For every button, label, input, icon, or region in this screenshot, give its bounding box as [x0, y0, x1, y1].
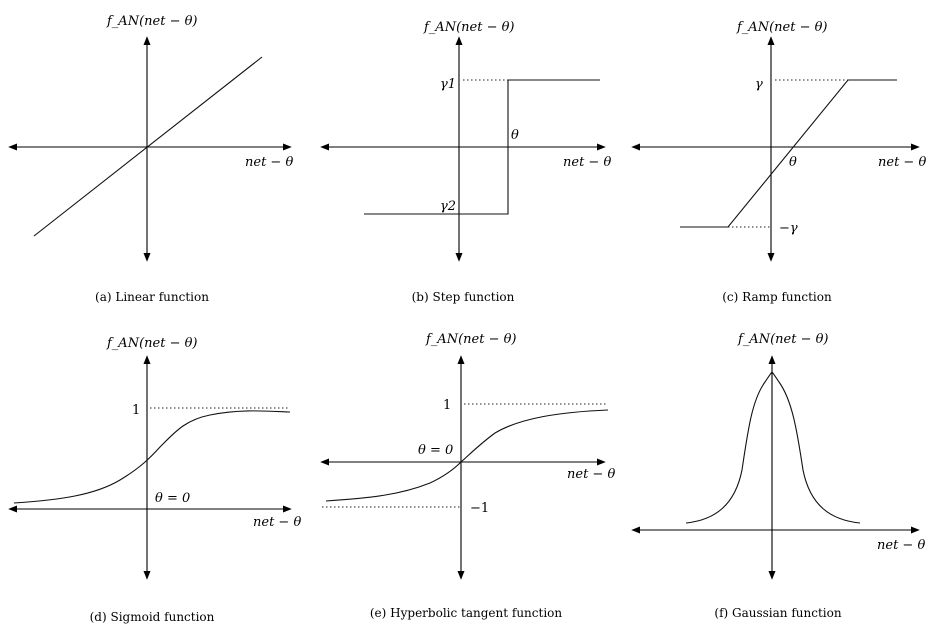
- panel-step: f_AN(net − θ) net − θ γ1 γ2 θ (b) Step f…: [320, 20, 611, 304]
- caption: (f) Gaussian function: [714, 606, 841, 620]
- gaussian-curve: [685, 371, 861, 524]
- y-axis-label: f_AN(net − θ): [425, 332, 517, 347]
- y-axis-label: f_AN(net − θ): [423, 20, 515, 35]
- tanh-curve: [325, 409, 609, 502]
- caption: (b) Step function: [412, 290, 515, 304]
- lower-level-label: −1: [470, 501, 489, 516]
- lower-level-label: −γ: [779, 221, 798, 236]
- upper-level-label: 1: [443, 398, 451, 413]
- upper-level-label: γ1: [440, 77, 456, 92]
- caption: (d) Sigmoid function: [90, 610, 215, 624]
- x-axis-label: net − θ: [245, 155, 293, 170]
- x-axis-label: net − θ: [877, 538, 925, 553]
- panel-ramp: f_AN(net − θ) net − θ γ −γ θ (c) Ramp fu…: [631, 20, 926, 304]
- ramp-curve: [680, 79, 897, 228]
- threshold-label: θ: [789, 155, 797, 170]
- caption: (e) Hyperbolic tangent function: [370, 606, 563, 620]
- caption: (c) Ramp function: [722, 290, 832, 304]
- y-axis-label: f_AN(net − θ): [106, 336, 198, 351]
- linear-curve: [33, 56, 263, 237]
- y-axis-label: f_AN(net − θ): [736, 20, 828, 35]
- y-axis-label: f_AN(net − θ): [106, 14, 198, 29]
- x-axis-label: net − θ: [878, 155, 926, 170]
- x-axis-label: net − θ: [253, 515, 301, 530]
- sigmoid-curve: [13, 410, 291, 504]
- threshold-label: θ: [511, 128, 519, 143]
- threshold-label: θ = 0: [418, 443, 453, 458]
- x-axis-label: net − θ: [567, 467, 615, 482]
- x-axis-label: net − θ: [563, 155, 611, 170]
- y-axis-label: f_AN(net − θ): [737, 332, 829, 347]
- upper-level-label: γ: [755, 77, 763, 92]
- threshold-label: θ = 0: [155, 491, 190, 506]
- caption: (a) Linear function: [95, 290, 209, 304]
- panel-linear: f_AN(net − θ) net − θ (a) Linear functio…: [8, 14, 293, 304]
- lower-level-label: γ2: [440, 199, 456, 214]
- step-curve: [364, 79, 600, 215]
- panel-gaussian: f_AN(net − θ) net − θ (f) Gaussian funct…: [631, 332, 925, 620]
- panel-tanh: f_AN(net − θ) net − θ 1 −1 θ = 0 (e) Hyp…: [320, 332, 615, 620]
- panel-sigmoid: f_AN(net − θ) net − θ 1 θ = 0 (d) Sigmoi…: [8, 336, 301, 624]
- upper-level-label: 1: [132, 403, 140, 418]
